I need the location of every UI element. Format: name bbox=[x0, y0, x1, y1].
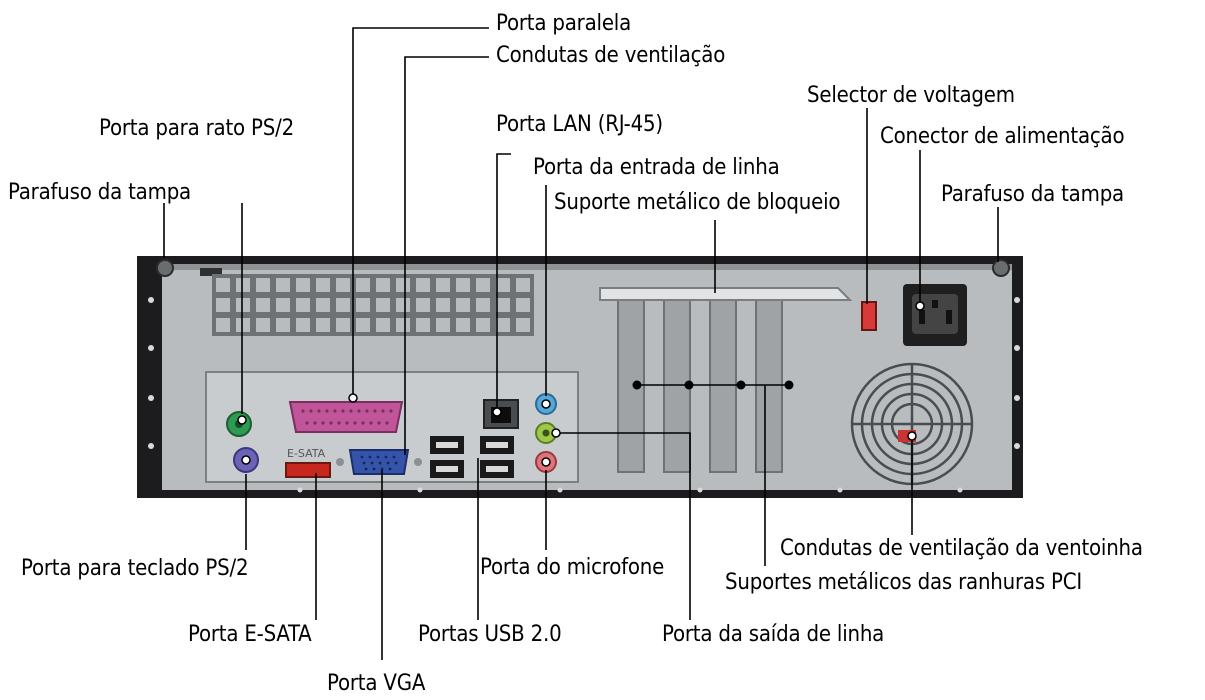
leader-dots bbox=[632, 380, 794, 390]
vga-port bbox=[348, 449, 410, 475]
label-locking-bracket: Suporte metálico de bloqueio bbox=[554, 190, 841, 215]
label-vga-port: Porta VGA bbox=[327, 671, 426, 696]
esata-port-label: E-SATA bbox=[287, 447, 326, 460]
label-usb-ports: Portas USB 2.0 bbox=[418, 622, 562, 647]
label-esata-port: Porta E-SATA bbox=[188, 622, 312, 647]
frame-holes bbox=[148, 297, 1020, 493]
leader-end-dots bbox=[237, 301, 925, 467]
pci-slot-brackets bbox=[617, 299, 783, 473]
label-lan-port: Porta LAN (RJ-45) bbox=[496, 112, 663, 137]
label-mic-port: Porta do microfone bbox=[480, 555, 665, 580]
label-line-in-port: Porta da entrada de linha bbox=[533, 155, 780, 180]
esata-port bbox=[285, 462, 331, 478]
label-fan-vents: Condutas de ventilação da ventoinha bbox=[780, 536, 1143, 561]
label-voltage-selector: Selector de voltagem bbox=[807, 83, 1015, 108]
ventilation-grid bbox=[212, 274, 534, 336]
voltage-selector bbox=[861, 301, 877, 331]
label-ps2-keyboard-port: Porta para teclado PS/2 bbox=[21, 556, 249, 581]
label-parallel-port: Porta paralela bbox=[496, 11, 632, 36]
parallel-port bbox=[288, 401, 404, 433]
label-power-connector: Conector de alimentação bbox=[880, 124, 1125, 149]
label-line-out-port: Porta da saída de linha bbox=[662, 622, 885, 647]
usb-ports bbox=[430, 436, 514, 478]
label-ps2-mouse-port: Porta para rato PS/2 bbox=[99, 116, 294, 141]
cover-screw-right bbox=[992, 259, 1010, 277]
label-cover-screw-right: Parafuso da tampa bbox=[941, 182, 1124, 207]
locking-bracket bbox=[599, 287, 853, 301]
label-ventilation-vents: Condutas de ventilação bbox=[496, 43, 726, 68]
label-cover-screw-left: Parafuso da tampa bbox=[8, 180, 191, 205]
leader-lines bbox=[163, 27, 999, 660]
label-pci-brackets: Suportes metálicos das ranhuras PCI bbox=[725, 570, 1083, 595]
cover-screw-left bbox=[156, 259, 174, 277]
